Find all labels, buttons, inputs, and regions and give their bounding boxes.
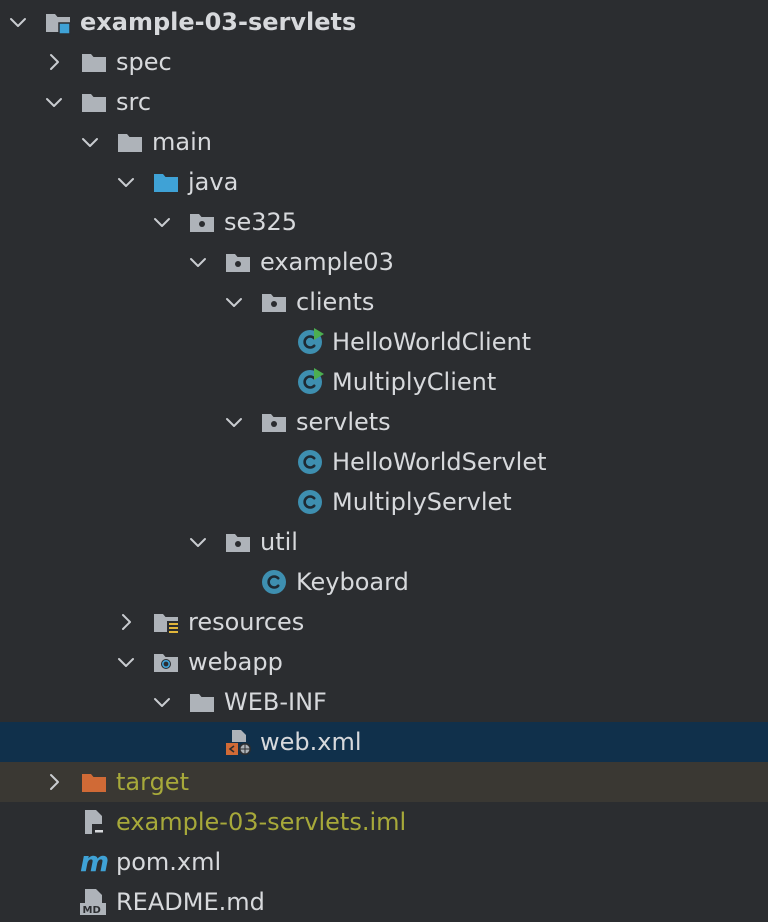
tree-row-label: WEB-INF — [224, 688, 327, 716]
chevron-down-icon[interactable] — [80, 132, 100, 152]
tree-row-label: web.xml — [260, 728, 362, 756]
chevron-down-icon[interactable] — [152, 692, 172, 712]
class-icon — [296, 448, 324, 476]
chevron-down-icon[interactable] — [116, 652, 136, 672]
tree-row-label: pom.xml — [116, 848, 222, 876]
chevron-down-icon[interactable] — [188, 252, 208, 272]
tree-row-label: Keyboard — [296, 568, 409, 596]
chevron-down-icon[interactable] — [8, 12, 28, 32]
tree-row-label: src — [116, 88, 152, 116]
tree-row-keyboard[interactable]: Keyboard — [0, 562, 768, 602]
folder-icon — [116, 128, 144, 156]
tree-row-label: main — [152, 128, 212, 156]
chevron-down-icon[interactable] — [44, 92, 64, 112]
tree-row-main[interactable]: main — [0, 122, 768, 162]
chevron-down-icon[interactable] — [224, 412, 244, 432]
maven-m-icon: m — [80, 848, 109, 876]
tree-row-helloworldclient[interactable]: HelloWorldClient — [0, 322, 768, 362]
tree-row-label: MultiplyClient — [332, 368, 497, 396]
tree-row-label: example03 — [260, 248, 394, 276]
tree-row-label: example-03-servlets.iml — [116, 808, 407, 836]
tree-row-label: se325 — [224, 208, 298, 236]
tree-row-label: example-03-servlets — [80, 8, 357, 36]
project-folder-icon — [44, 8, 72, 36]
tree-row-label: MultiplyServlet — [332, 488, 512, 516]
folder-icon — [80, 48, 108, 76]
tree-row-label: clients — [296, 288, 375, 316]
chevron-down-icon[interactable] — [188, 532, 208, 552]
tree-row-java[interactable]: java — [0, 162, 768, 202]
tree-row-target[interactable]: target — [0, 762, 768, 802]
class-icon — [260, 568, 288, 596]
svg-text:m: m — [80, 848, 109, 876]
package-icon — [260, 288, 288, 316]
source-root-folder-icon — [152, 168, 180, 196]
tree-row-web-inf[interactable]: WEB-INF — [0, 682, 768, 722]
svg-text:MD: MD — [83, 905, 101, 916]
resources-folder-icon — [152, 608, 180, 636]
iml-file-icon — [80, 808, 108, 836]
web-xml-file-icon — [224, 728, 252, 756]
package-icon — [188, 208, 216, 236]
web-folder-icon — [152, 648, 180, 676]
tree-row-label: webapp — [188, 648, 283, 676]
class-icon — [296, 488, 324, 516]
package-icon — [224, 248, 252, 276]
tree-row-util[interactable]: util — [0, 522, 768, 562]
tree-row-label: target — [116, 768, 189, 796]
tree-row-multiplyclient[interactable]: MultiplyClient — [0, 362, 768, 402]
folder-icon — [80, 88, 108, 116]
runnable-class-icon — [296, 328, 324, 356]
tree-row-label: HelloWorldClient — [332, 328, 532, 356]
tree-row-helloworldservlet[interactable]: HelloWorldServlet — [0, 442, 768, 482]
tree-row-project[interactable]: example-03-servlets — [0, 2, 768, 42]
tree-row-label: util — [260, 528, 298, 556]
chevron-down-icon[interactable] — [152, 212, 172, 232]
runnable-class-icon — [296, 368, 324, 396]
tree-row-iml[interactable]: example-03-servlets.iml — [0, 802, 768, 842]
tree-row-multiplyservlet[interactable]: MultiplyServlet — [0, 482, 768, 522]
tree-row-label: servlets — [296, 408, 391, 436]
chevron-right-icon[interactable] — [116, 612, 136, 632]
tree-row-label: README.md — [116, 888, 265, 916]
package-icon — [260, 408, 288, 436]
chevron-right-icon[interactable] — [44, 772, 64, 792]
folder-icon — [188, 688, 216, 716]
tree-row-example03[interactable]: example03 — [0, 242, 768, 282]
markdown-file-icon: MD — [80, 888, 108, 916]
tree-row-web-xml[interactable]: web.xml — [0, 722, 768, 762]
tree-row-src[interactable]: src — [0, 82, 768, 122]
tree-row-label: spec — [116, 48, 172, 76]
tree-row-resources[interactable]: resources — [0, 602, 768, 642]
chevron-right-icon[interactable] — [44, 52, 64, 72]
tree-row-clients[interactable]: clients — [0, 282, 768, 322]
tree-row-spec[interactable]: spec — [0, 42, 768, 82]
tree-row-label: HelloWorldServlet — [332, 448, 547, 476]
chevron-down-icon[interactable] — [116, 172, 136, 192]
tree-row-readme[interactable]: MD README.md — [0, 882, 768, 922]
tree-row-se325[interactable]: se325 — [0, 202, 768, 242]
tree-row-label: resources — [188, 608, 305, 636]
tree-row-label: java — [188, 168, 239, 196]
tree-row-webapp[interactable]: webapp — [0, 642, 768, 682]
tree-row-servlets[interactable]: servlets — [0, 402, 768, 442]
excluded-folder-icon — [80, 768, 108, 796]
package-icon — [224, 528, 252, 556]
chevron-down-icon[interactable] — [224, 292, 244, 312]
